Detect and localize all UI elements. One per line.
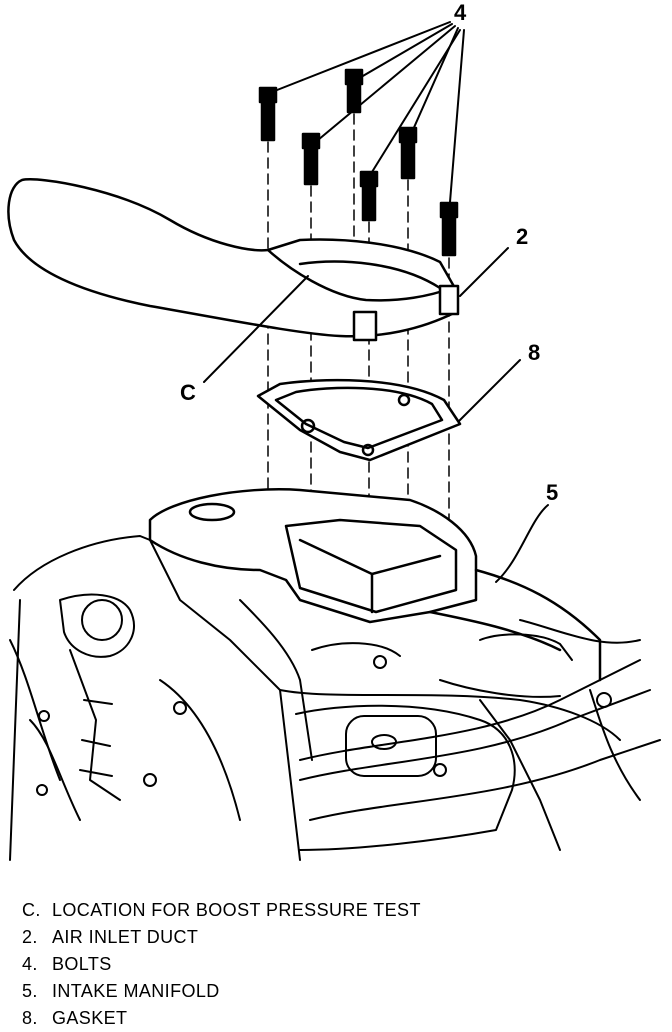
bolt-leader-lines [271, 21, 465, 203]
legend-key: 2. [22, 927, 38, 947]
legend-item: 4. BOLTS [22, 951, 662, 978]
legend-item: 2. AIR INLET DUCT [22, 924, 662, 951]
legend-text: AIR INLET DUCT [52, 927, 199, 947]
legend-key: 8. [22, 1008, 38, 1028]
intake-manifold [148, 488, 602, 682]
legend-text: LOCATION FOR BOOST PRESSURE TEST [52, 900, 421, 920]
callout-gasket: 8 [528, 340, 541, 365]
bolt [398, 126, 418, 180]
engine-block [9, 535, 661, 861]
legend-text: INTAKE MANIFOLD [52, 981, 220, 1001]
legend-text: BOLTS [52, 954, 112, 974]
legend-key: 5. [22, 981, 38, 1001]
bolt [258, 86, 278, 142]
legend-item: 8. GASKET [22, 1005, 662, 1032]
callout-air-inlet-duct: 2 [516, 224, 529, 249]
gasket [256, 378, 462, 462]
bolt [359, 170, 379, 222]
bolt [344, 68, 364, 114]
callout-leaders [203, 247, 549, 583]
legend-key: 4. [22, 954, 38, 974]
callout-boost-test-location: C [180, 380, 196, 405]
legend-text: GASKET [52, 1008, 128, 1028]
bolt [301, 132, 321, 186]
legend-key: C. [22, 900, 41, 920]
legend-item: C. LOCATION FOR BOOST PRESSURE TEST [22, 897, 662, 924]
bolt [439, 201, 459, 257]
air-inlet-duct [7, 178, 460, 342]
legend: C. LOCATION FOR BOOST PRESSURE TEST 2. A… [22, 897, 662, 1032]
bolts [258, 68, 459, 257]
legend-item: 5. INTAKE MANIFOLD [22, 978, 662, 1005]
exploded-view-diagram [7, 21, 661, 861]
callout-bolts: 4 [454, 0, 467, 25]
callout-intake-manifold: 5 [546, 480, 559, 505]
